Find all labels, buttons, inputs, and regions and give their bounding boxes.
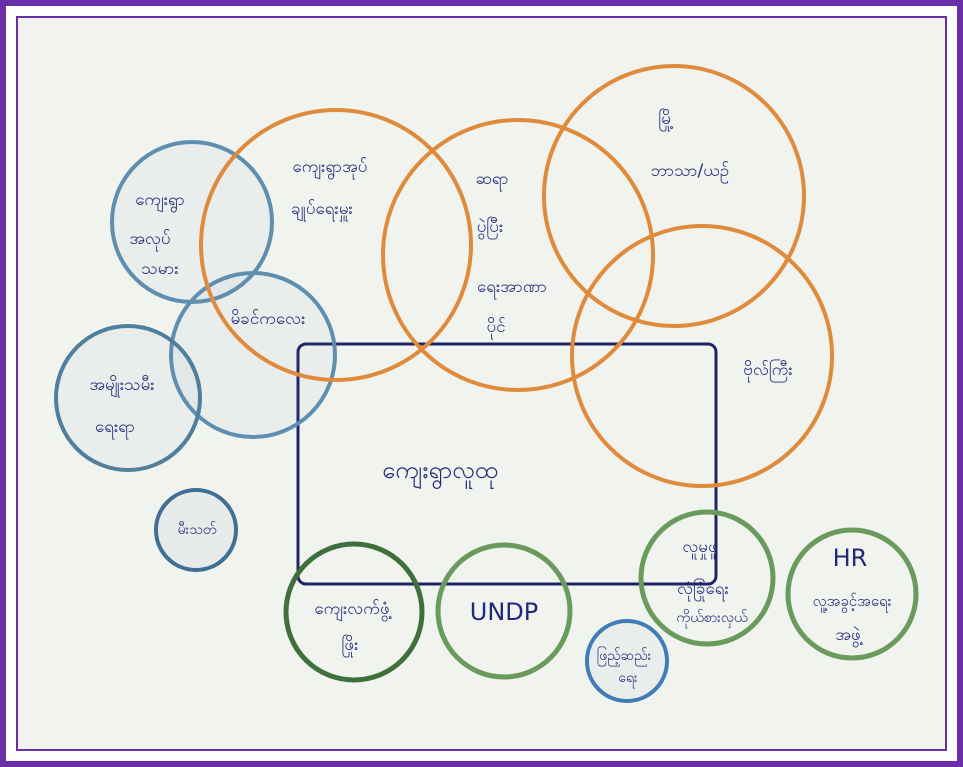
- label-blue-4: မီးသတ်: [178, 522, 217, 538]
- label-green-3: လူမှုဖူ လုံခြုံရေး ကိုယ်စားလှယ်: [676, 537, 748, 628]
- svg-text:HR: HR: [833, 544, 868, 572]
- svg-text:အမျိုးသမီး: အမျိုးသမီး: [89, 375, 154, 398]
- svg-text:ဖြိုး: ဖြိုး: [342, 633, 359, 658]
- svg-text:UNDP: UNDP: [470, 598, 538, 626]
- svg-text:လုံခြုံရေး: လုံခြုံရေး: [677, 577, 729, 602]
- svg-text:ကျေးရွာ: ကျေးရွာ: [135, 190, 185, 213]
- circle-green-2: [435, 542, 573, 680]
- svg-text:ကိုယ်စားလှယ်: ကိုယ်စားလှယ်: [676, 610, 748, 628]
- svg-text:ဗိုလ်ကြီး: ဗိုလ်ကြီး: [743, 358, 792, 383]
- circle-green-3: [638, 509, 776, 647]
- circle-orange-3: [542, 64, 806, 328]
- svg-text:ပွဲပြီး: ပွဲပြီး: [477, 216, 504, 240]
- label-green-2: UNDP: [470, 598, 538, 626]
- circle-blue-4: [154, 488, 238, 572]
- svg-text:လူ့အခွင့်အရေး: လူ့အခွင့်အရေး: [813, 592, 892, 613]
- circle-blue-3: [54, 324, 202, 472]
- svg-text:ကျေးရွာအုပ်: ကျေးရွာအုပ်: [293, 157, 368, 180]
- svg-text:မိခင်ကလေး: မိခင်ကလေး: [231, 309, 306, 329]
- label-orange-4: ဗိုလ်ကြီး: [743, 358, 792, 383]
- svg-text:ဖြည့်ဆည်း: ဖြည့်ဆည်း: [597, 647, 652, 666]
- svg-text:ချုပ်ရေးမှူး: ချုပ်ရေးမှူး: [291, 199, 353, 222]
- svg-text:ဘာသာ/ယဉ်: ဘာသာ/ယဉ်: [651, 161, 729, 184]
- svg-text:ဆရာ: ဆရာ: [475, 169, 508, 192]
- circle-blue-5: [585, 619, 669, 703]
- label-orange-2: ဆရာ ပွဲပြီး ရေးအာဏာ ပိုင်: [475, 169, 547, 340]
- svg-text:လူမှုဖူ: လူမှုဖူ: [682, 537, 717, 560]
- label-green-4: HR လူ့အခွင့်အရေး အဖွဲ့: [813, 544, 892, 648]
- svg-text:ကျေးလက်ဖွံ့: ကျေးလက်ဖွံ့: [314, 599, 391, 622]
- label-orange-1: ကျေးရွာအုပ် ချုပ်ရေးမှူး: [291, 157, 367, 222]
- center-box-label: ကျေးရွာလူထု: [382, 456, 498, 490]
- label-orange-3: မြို့ ဘာသာ/ယဉ်: [651, 107, 729, 184]
- svg-text:ရေး: ရေး: [618, 670, 638, 688]
- svg-text:မီးသတ်: မီးသတ်: [178, 522, 217, 538]
- svg-text:မြို့: မြို့: [658, 107, 673, 132]
- svg-text:အဖွဲ့: အဖွဲ့: [835, 625, 862, 648]
- svg-text:သမား: သမား: [141, 259, 178, 279]
- circle-green-4: [785, 527, 919, 661]
- label-blue-2: မိခင်ကလေး: [231, 309, 306, 329]
- label-green-1: ကျေးလက်ဖွံ့ ဖြိုး: [314, 599, 391, 658]
- svg-text:ရေးရာ: ရေးရာ: [95, 417, 135, 440]
- label-blue-5: ဖြည့်ဆည်း ရေး: [597, 647, 652, 688]
- label-blue-3: အမျိုးသမီး ရေးရာ: [89, 375, 154, 440]
- svg-text:အလုပ်: အလုပ်: [129, 229, 170, 252]
- circle-orange-2: [381, 118, 655, 392]
- label-blue-1: ကျေးရွာ အလုပ် သမား: [129, 190, 184, 279]
- svg-text:ရေးအာဏာ: ရေးအာဏာ: [477, 277, 547, 300]
- center-box: [296, 342, 718, 586]
- circle-orange-4: [570, 224, 834, 488]
- svg-text:ပိုင်: ပိုင်: [486, 317, 505, 340]
- circle-orange-1: [199, 108, 473, 382]
- circle-blue-2: [169, 271, 337, 439]
- circle-green-1: [283, 541, 425, 683]
